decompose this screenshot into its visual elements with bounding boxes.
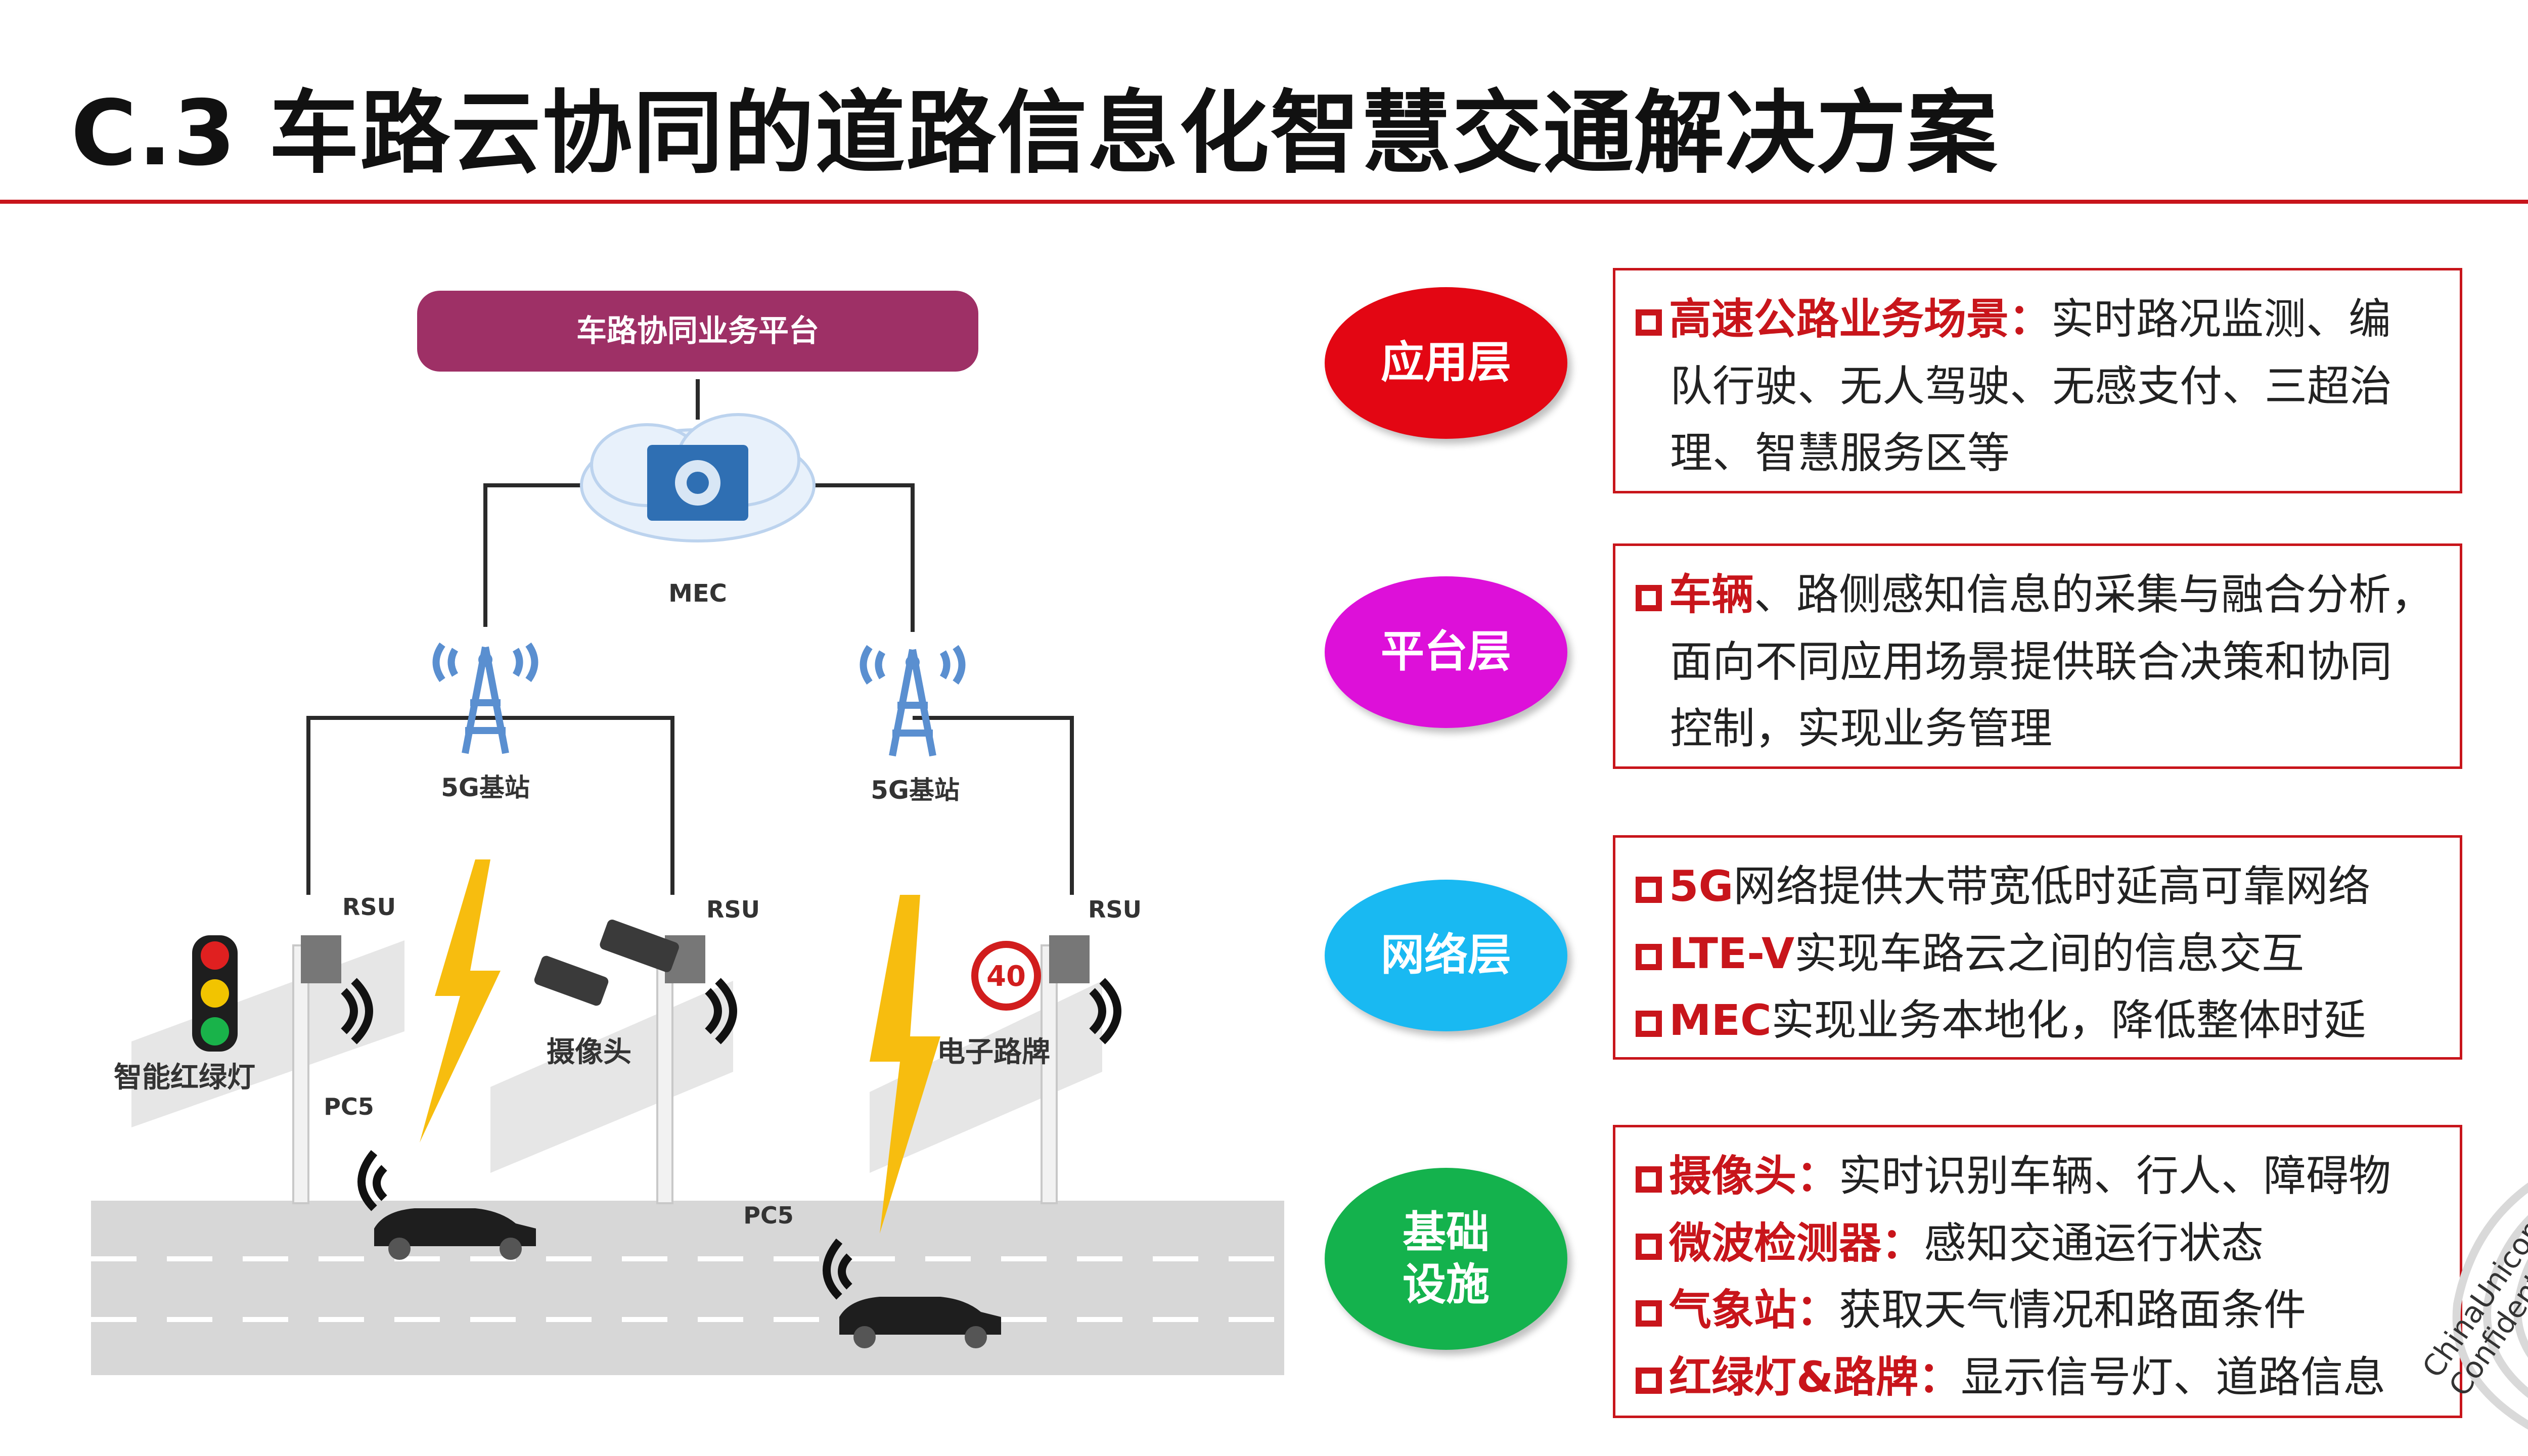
network-item-highlight: LTE-V <box>1669 928 1795 978</box>
rsu-unit-1 <box>301 935 341 983</box>
infra-item: 气象站：获取天气情况和路面条件 <box>1636 1277 2445 1344</box>
swirl-watermark-icon <box>2452 1182 2528 1430</box>
infrastructure-layer-box: 摄像头：实时识别车辆、行人、障碍物 微波检测器：感知交通运行状态 气象站：获取天… <box>1613 1125 2462 1418</box>
car-right-signal-icon <box>823 1238 852 1300</box>
infra-item-highlight: 摄像头： <box>1669 1151 1839 1201</box>
platform-highlight: 车辆 <box>1669 570 1754 619</box>
car-right-icon <box>839 1297 1001 1348</box>
infra-item-text: 显示信号灯、道路信息 <box>1961 1352 2386 1402</box>
app-text-1: 实时路况监测、编 <box>2051 294 2391 344</box>
layer-pill-network-label: 网络层 <box>1381 930 1511 981</box>
infra-item-highlight: 微波检测器： <box>1669 1218 1924 1268</box>
lane-markings <box>91 1256 1284 1322</box>
network-item: MEC实现业务本地化，降低整体时延 <box>1636 987 2445 1054</box>
traffic-light-background <box>131 940 404 1127</box>
camera-label: 摄像头 <box>547 1036 631 1069</box>
rsu-label-1: RSU <box>342 893 396 921</box>
sign-label: 电子路牌 <box>937 1036 1050 1069</box>
layer-pill-infrastructure: 基础 设施 <box>1325 1168 1567 1350</box>
platform-text-2: 面向不同应用场景提供联合决策和协同 <box>1670 636 2392 687</box>
pc5-lightning-right <box>870 895 940 1234</box>
traffic-light-icon <box>192 935 238 1052</box>
car-left-signal-icon <box>357 1150 387 1211</box>
pc5-road-label: PC5 <box>743 1202 793 1229</box>
bullet-square-icon <box>1636 943 1662 970</box>
rsu-signal-icons <box>341 978 1121 1044</box>
layer-pill-platform: 平台层 <box>1325 576 1567 728</box>
title-divider <box>0 200 2528 204</box>
infra-item: 红绿灯&路牌：显示信号灯、道路信息 <box>1636 1344 2445 1411</box>
base-station-right-label: 5G基站 <box>871 776 960 805</box>
layer-pill-platform-label: 平台层 <box>1381 626 1511 677</box>
diagram-graphics: 车路协同业务平台 MEC 5G基站 5G基站 RSU RSU RSU 智能红绿灯… <box>91 291 1284 1375</box>
platform-label: 车路协同业务平台 <box>576 313 819 349</box>
network-item: LTE-V实现车路云之间的信息交互 <box>1636 920 2445 987</box>
rsu-pole-2 <box>656 944 673 1204</box>
car-left-icon <box>374 1208 536 1260</box>
rsu-label-3: RSU <box>1088 896 1142 923</box>
bullet-square-icon <box>1636 585 1662 611</box>
network-item-text: 网络提供大带宽低时延高可靠网络 <box>1733 861 2371 911</box>
slide-title: C.3 车路云协同的道路信息化智慧交通解决方案 <box>71 81 1999 186</box>
bullet-square-icon <box>1636 309 1662 336</box>
platform-text-1: 、路侧感知信息的采集与融合分析， <box>1754 570 2434 619</box>
layer-pill-network: 网络层 <box>1325 880 1567 1031</box>
network-item: 5G网络提供大带宽低时延高可靠网络 <box>1636 853 2445 920</box>
infra-item-highlight: 红绿灯&路牌： <box>1669 1352 1961 1402</box>
application-layer-box: 高速公路业务场景：实时路况监测、编 队行驶、无人驾驶、无感支付、三超治 理、智慧… <box>1613 268 2462 493</box>
bullet-square-icon <box>1636 1368 1662 1394</box>
bullet-square-icon <box>1636 1011 1662 1037</box>
rsu-label-2: RSU <box>706 896 760 923</box>
mec-cloud-icon <box>580 413 816 542</box>
bullet-square-icon <box>1636 877 1662 903</box>
infra-item: 摄像头：实时识别车辆、行人、障碍物 <box>1636 1143 2445 1210</box>
infra-item-highlight: 气象站： <box>1669 1285 1839 1335</box>
network-item-highlight: MEC <box>1669 995 1772 1045</box>
platform-text-3: 控制，实现业务管理 <box>1670 704 2053 754</box>
infra-item-text: 实时识别车辆、行人、障碍物 <box>1839 1151 2391 1201</box>
app-highlight: 高速公路业务场景： <box>1669 294 2052 344</box>
speed-sign-icon <box>971 941 1041 1011</box>
app-text-3: 理、智慧服务区等 <box>1670 428 2010 478</box>
camera-icon <box>534 919 679 1006</box>
layer-pill-application-label: 应用层 <box>1381 337 1511 388</box>
pc5-lightning-left <box>420 859 501 1143</box>
speed-sign-value: 40 <box>986 960 1026 993</box>
infra-item: 微波检测器：感知交通运行状态 <box>1636 1210 2445 1277</box>
connection-lines <box>306 379 1074 895</box>
bullet-square-icon <box>1636 1166 1662 1193</box>
app-text-2: 队行驶、无人驾驶、无感支付、三超治 <box>1670 361 2392 411</box>
network-architecture-diagram: 车路协同业务平台 MEC 5G基站 5G基站 RSU RSU RSU 智能红绿灯… <box>81 273 1294 1385</box>
network-item-highlight: 5G <box>1669 861 1734 911</box>
network-layer-box: 5G网络提供大带宽低时延高可靠网络 LTE-V实现车路云之间的信息交互 MEC实… <box>1613 835 2462 1060</box>
platform-layer-box: 车辆、路侧感知信息的采集与融合分析， 面向不同应用场景提供联合决策和协同 控制，… <box>1613 543 2462 769</box>
mec-label: MEC <box>668 579 727 608</box>
layer-pill-infrastructure-label-1: 基础 <box>1403 1207 1489 1258</box>
rsu-unit-3 <box>1049 935 1090 983</box>
bullet-square-icon <box>1636 1300 1662 1327</box>
layer-pill-infrastructure-label-2: 设施 <box>1403 1259 1489 1310</box>
rsu-pole-3 <box>1041 944 1058 1204</box>
platform-line-1: 车辆、路侧感知信息的采集与融合分析， <box>1636 561 2445 628</box>
network-item-text: 实现车路云之间的信息交互 <box>1794 928 2305 978</box>
traffic-light-label: 智能红绿灯 <box>114 1061 255 1094</box>
infra-item-text: 获取天气情况和路面条件 <box>1839 1285 2307 1335</box>
platform-bar <box>417 291 978 372</box>
camera-background <box>490 981 733 1173</box>
rsu-pole-1 <box>292 944 309 1204</box>
app-line-1: 高速公路业务场景：实时路况监测、编 <box>1636 286 2445 353</box>
pc5-upper-label: PC5 <box>324 1093 374 1120</box>
bullet-square-icon <box>1636 1233 1662 1260</box>
layer-pill-application: 应用层 <box>1325 287 1567 439</box>
infra-item-text: 感知交通运行状态 <box>1924 1218 2264 1268</box>
network-item-text: 实现业务本地化，降低整体时延 <box>1771 995 2366 1045</box>
base-station-left-label: 5G基站 <box>441 773 530 802</box>
road <box>91 1201 1284 1375</box>
